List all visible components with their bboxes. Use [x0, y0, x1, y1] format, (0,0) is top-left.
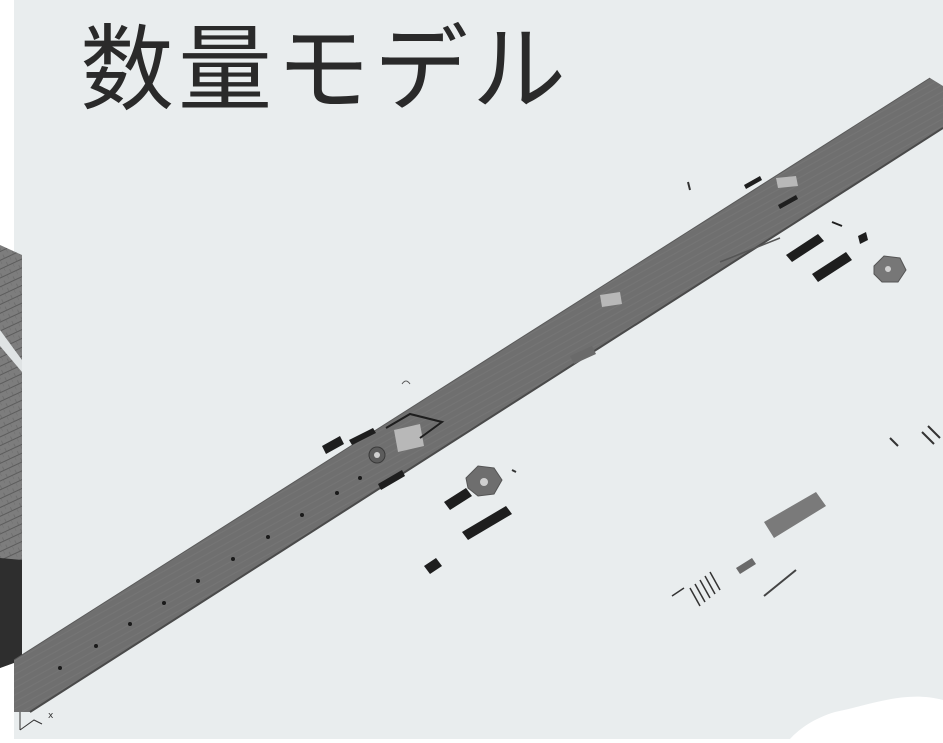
- page-title: 数量モデル: [80, 16, 571, 125]
- axis-label: x: [48, 711, 54, 721]
- deck-frame: [385, 412, 445, 439]
- bridge-deck: [13, 77, 943, 713]
- deck-panels: [394, 176, 798, 452]
- detached-component-upper: [687, 181, 907, 283]
- axis-indicator: x: [19, 711, 54, 731]
- deck-markers: [58, 476, 362, 670]
- edge-blocks: [322, 176, 798, 490]
- detached-component-middle: [401, 346, 596, 574]
- detached-component-lower: [671, 425, 941, 607]
- roof-structure: [0, 245, 22, 668]
- deck-fixture: [368, 446, 386, 464]
